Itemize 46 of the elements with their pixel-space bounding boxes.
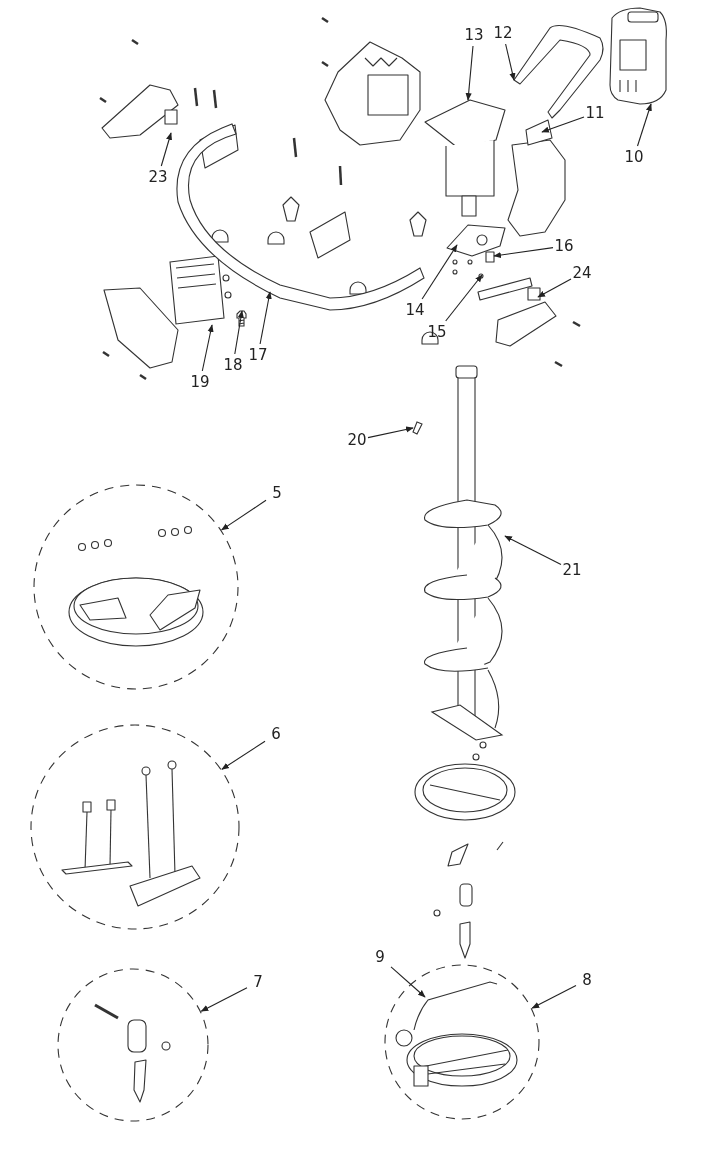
control-board-drawing	[169, 255, 225, 325]
callout-number: 5	[272, 484, 282, 502]
leader-line	[160, 132, 172, 167]
leader-line	[221, 740, 266, 770]
leader-line	[367, 426, 414, 439]
dashed-detail-circle	[384, 964, 540, 1120]
callout-number: 24	[572, 264, 592, 282]
callout-number: 13	[464, 26, 484, 44]
leader-line	[445, 274, 483, 322]
leader-line	[221, 499, 267, 531]
callout-number: 11	[585, 104, 605, 122]
leader-line	[200, 987, 248, 1012]
callout-number: 19	[190, 373, 210, 391]
leader-line	[531, 985, 577, 1009]
callout-number: 6	[271, 725, 281, 743]
leader-line	[636, 103, 652, 147]
callout-number: 20	[347, 431, 367, 449]
leader-line	[505, 43, 516, 81]
dashed-detail-circle	[57, 968, 209, 1122]
leader-line	[234, 310, 244, 355]
callout-number: 17	[248, 346, 268, 364]
leader-line	[390, 966, 426, 998]
callout-number: 15	[427, 323, 447, 341]
callout-number: 14	[405, 301, 425, 319]
callout-number: 8	[582, 971, 592, 989]
pin-drawing	[412, 420, 424, 436]
callout-number: 7	[253, 973, 263, 991]
leader-line	[504, 535, 562, 565]
callout-number: 12	[493, 24, 513, 42]
screw-drawing	[236, 311, 247, 327]
leader-line	[201, 324, 214, 372]
leader-line	[537, 278, 572, 298]
callout-number: 23	[148, 168, 168, 186]
callout-number: 16	[554, 237, 574, 255]
leader-line	[493, 247, 554, 259]
callout-number: 21	[562, 561, 582, 579]
dashed-detail-circle	[30, 724, 240, 930]
callout-number: 10	[624, 148, 644, 166]
dashed-detail-circle	[33, 484, 239, 690]
callout-number: 9	[375, 948, 385, 966]
leader-line	[259, 291, 272, 345]
callout-number: 18	[223, 356, 243, 374]
leader-line	[465, 45, 474, 101]
leader-line	[541, 116, 585, 133]
leader-line	[421, 244, 458, 300]
bail-wire-drawing	[395, 980, 499, 1048]
